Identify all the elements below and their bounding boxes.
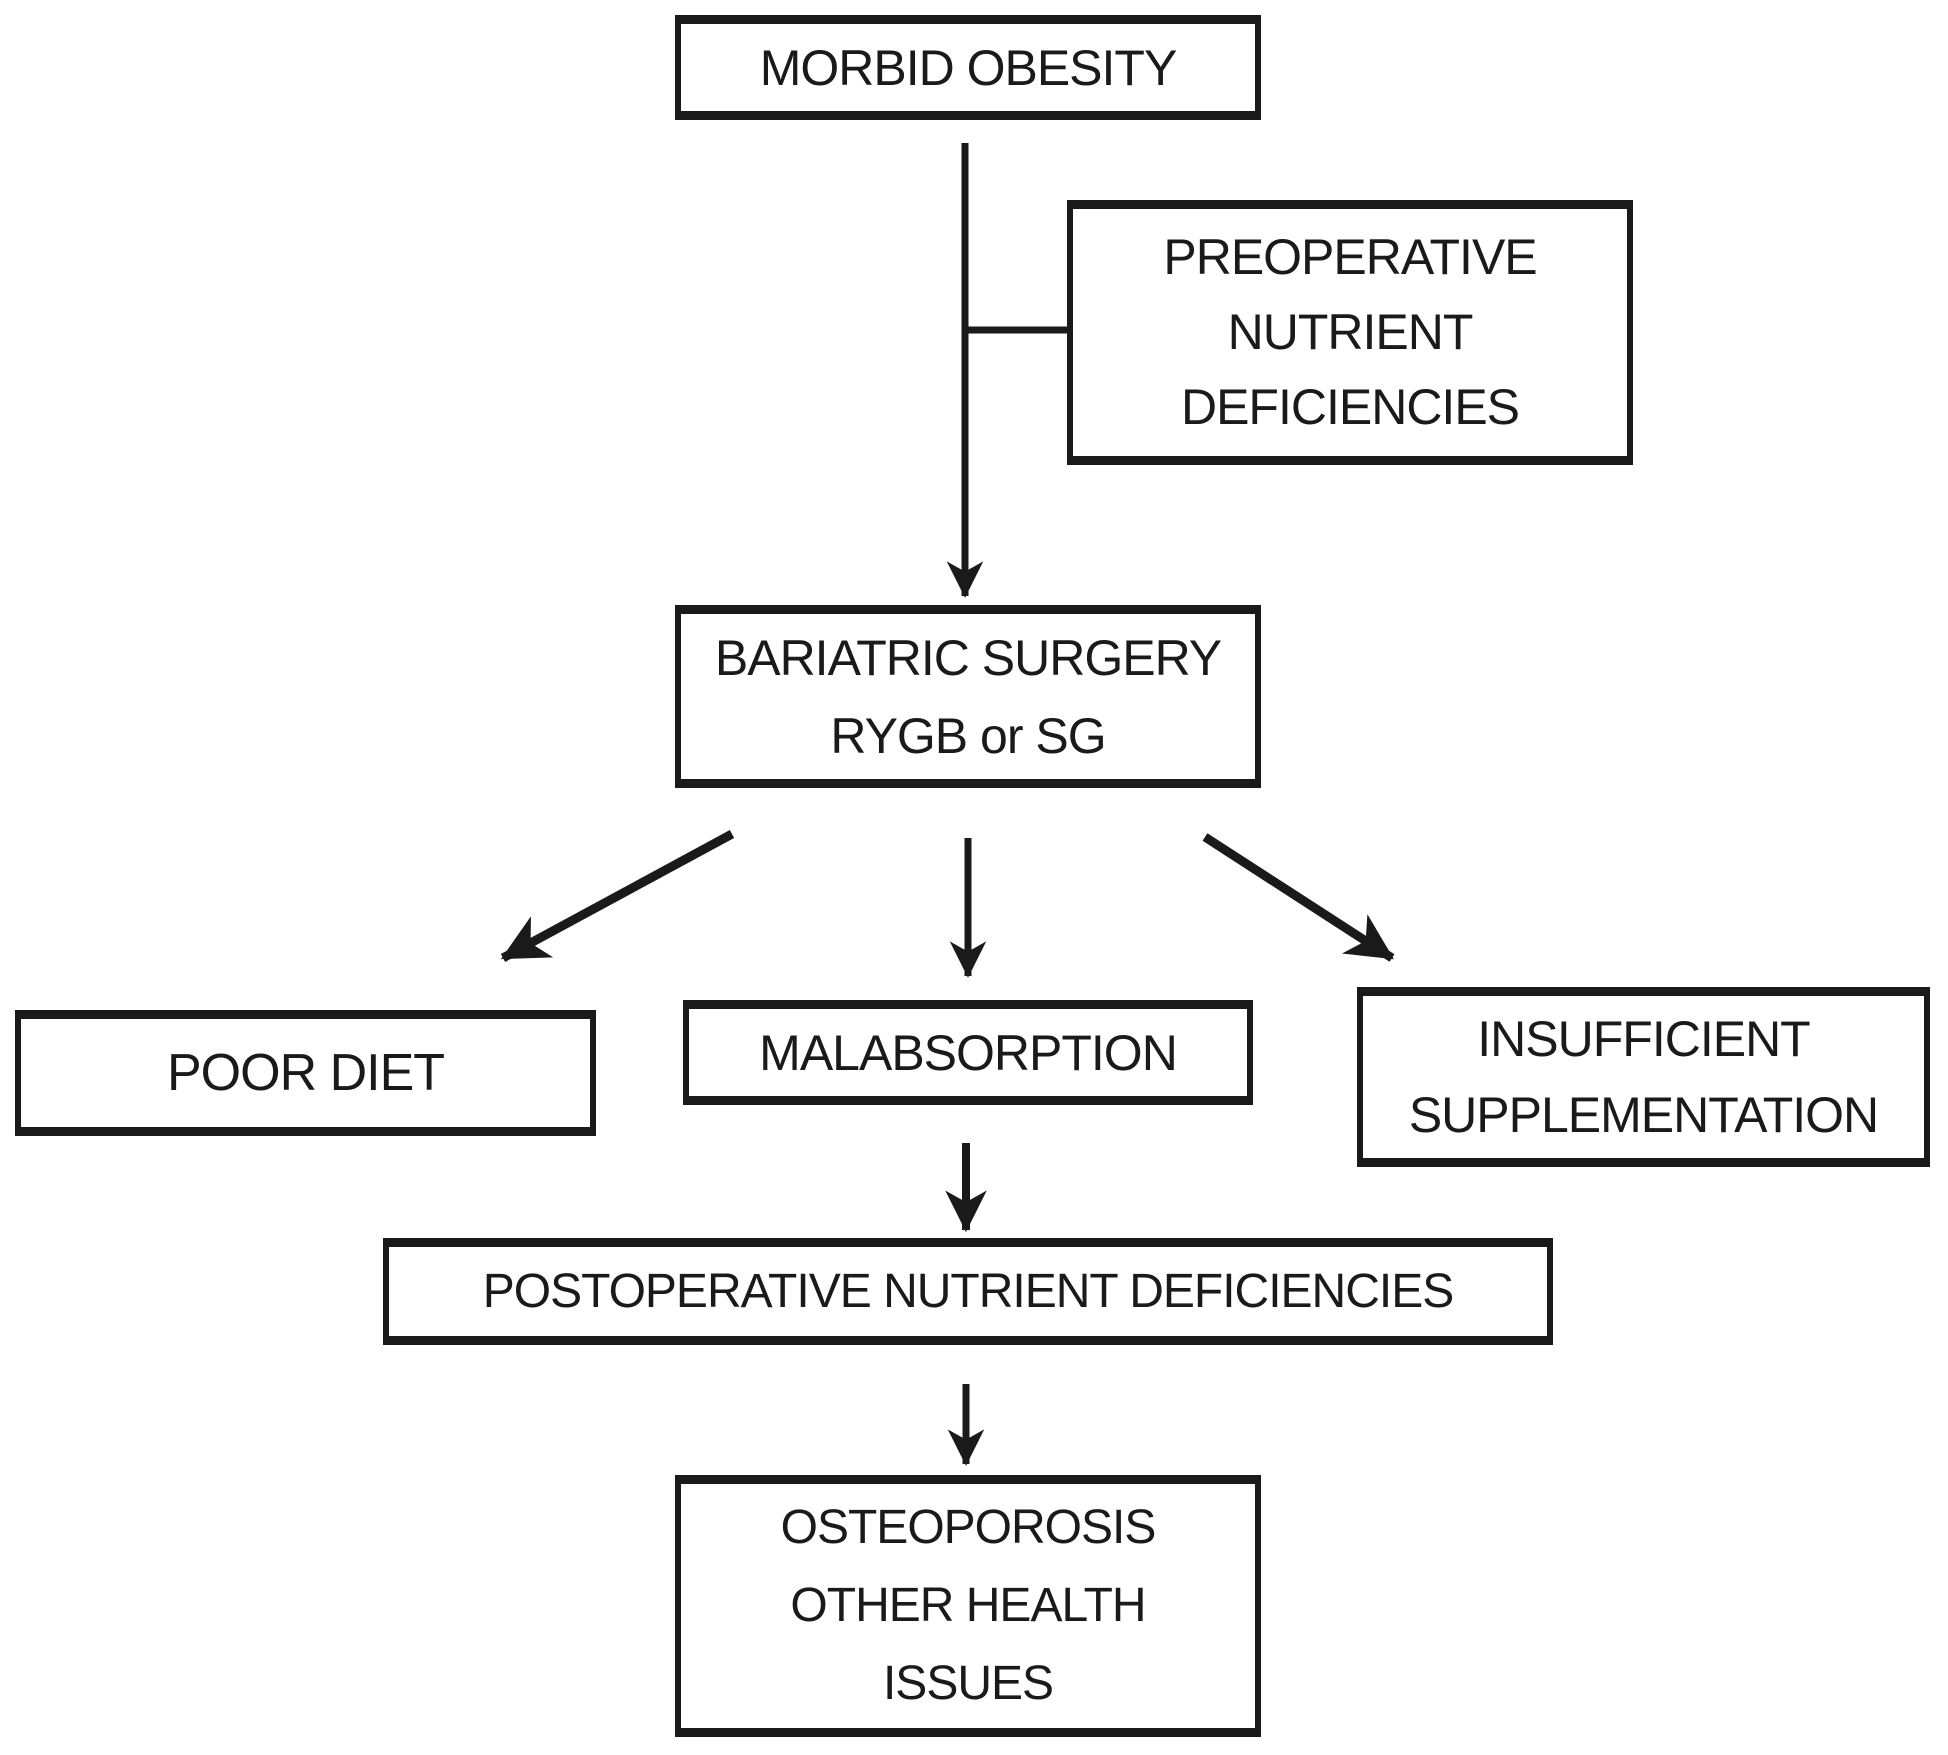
node-label-line: ISSUES [882, 1657, 1054, 1710]
node-preoperative-nutrient-deficiencies: PREOPERATIVE NUTRIENT DEFICIENCIES [1067, 200, 1633, 465]
node-label: MALABSORPTION [759, 1024, 1178, 1081]
node-postoperative-nutrient-deficiencies: POSTOPERATIVE NUTRIENT DEFICIENCIES [383, 1238, 1553, 1345]
node-insufficient-supplementation: INSUFFICIENT SUPPLEMENTATION [1357, 987, 1930, 1167]
node-label: POOR DIET [166, 1044, 445, 1102]
node-label-line: OSTEOPOROSIS [780, 1501, 1157, 1554]
node-label: POSTOPERATIVE NUTRIENT DEFICIENCIES [482, 1265, 1454, 1318]
node-malabsorption: MALABSORPTION [683, 1000, 1253, 1105]
arrow-bariatric-to-poor-diet [500, 830, 735, 962]
node-label-line: PREOPERATIVE [1163, 229, 1537, 285]
node-bariatric-surgery: BARIATRIC SURGERY RYGB or SG [675, 605, 1261, 788]
node-label-line: RYGB or SG [830, 707, 1106, 764]
arrow-bariatric-to-insufficient [1202, 833, 1395, 962]
node-label-line: DEFICIENCIES [1180, 379, 1520, 435]
node-poor-diet: POOR DIET [15, 1010, 596, 1136]
node-label-line: NUTRIENT [1227, 304, 1474, 360]
node-label-line: INSUFFICIENT [1477, 1011, 1810, 1067]
node-label-line: SUPPLEMENTATION [1408, 1087, 1879, 1143]
node-label-line: BARIATRIC SURGERY [714, 629, 1222, 686]
node-morbid-obesity: MORBID OBESITY [675, 15, 1261, 120]
node-label-line: OTHER HEALTH [790, 1579, 1146, 1632]
node-osteoporosis-other-health-issues: OSTEOPOROSIS OTHER HEALTH ISSUES [675, 1475, 1261, 1737]
node-label: MORBID OBESITY [759, 39, 1178, 96]
